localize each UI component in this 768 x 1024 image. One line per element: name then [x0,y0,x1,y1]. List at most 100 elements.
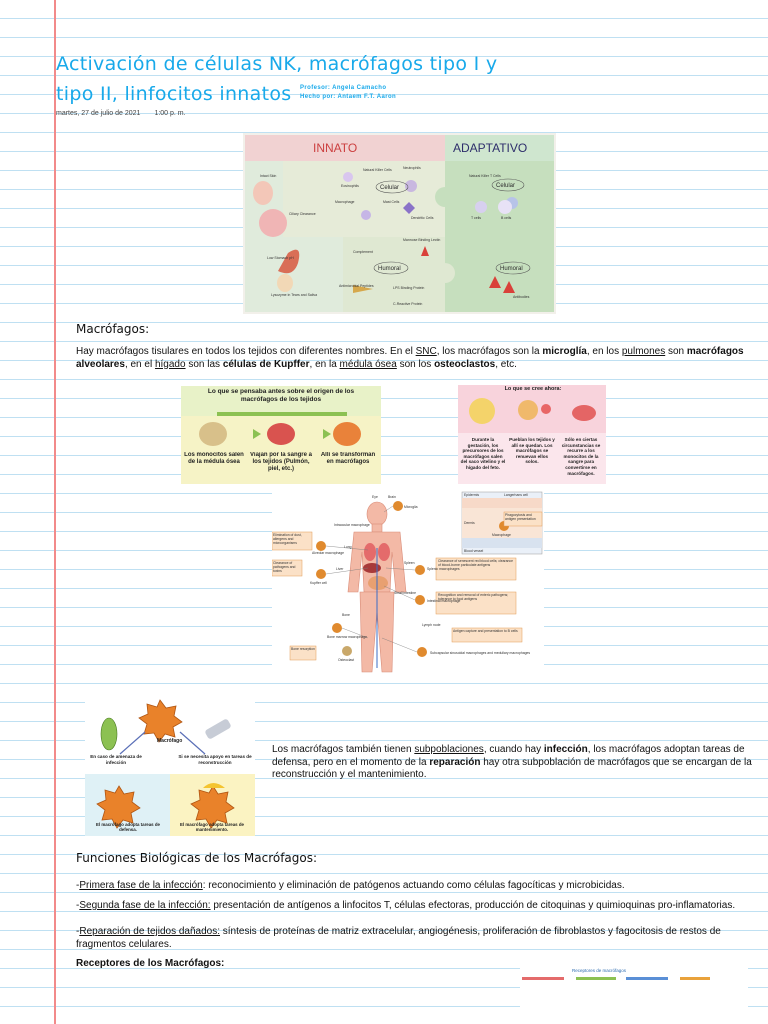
text-fragment: , en la [309,358,340,370]
label-nk: Natural Killer Cells [363,168,392,172]
body-label-langerhans: Langerhans cell [504,493,528,497]
body-label-lymph: Lymph node [422,623,441,627]
label-intact-skin: Intact Skin [260,174,276,178]
label-low-stomach: Low Stomach pH [267,256,294,260]
label-ciliary: Ciliary Clearance [289,212,316,216]
origin-old-figure: Lo que se pensaba antes sobre el origen … [181,386,381,484]
notebook-margin-line [54,0,56,1024]
body-label-bone-marrow: Bone marrow macrophage [327,635,367,639]
label-cellular-innate: Celular [380,185,399,191]
origin-old-step-3: Allí se transforman en macrófagos [320,452,376,465]
tissue-macrophages-figure: Eye Brain Microglia Intraocular macropha… [272,488,544,678]
body-label-intraocular: Intraocular macrophage [334,523,370,527]
body-box-skin: Phagocytosis and antigen presentation [505,513,536,521]
term-subpoblaciones: subpoblaciones [414,744,484,755]
text-fragment: son los [396,358,435,370]
body-label-dermis: Dermis [464,521,475,525]
label-humoral-adaptive: Humoral [500,266,523,272]
subpop-reconstruccion-label: Si se necesita apoyo en tareas de recons… [178,754,252,765]
author-name: Hecho por: Antaem F.T. Aaron [300,94,397,100]
text-fragment: Los macrófagos también tienen [272,744,415,755]
funcion-reparacion: -Reparación de tejidos dañados: síntesis… [76,926,721,950]
funciones-heading: Funciones Biológicas de los Macrófagos: [76,851,318,865]
origin-old-title: Lo que se pensaba antes sobre el origen … [207,388,355,403]
receptors-figure-title: Receptores de macrófagos [572,968,627,973]
origin-new-title: Lo que se cree ahora: [504,386,562,392]
text-fragment: , los macrófagos son la [436,346,543,357]
term-kupffer: células de Kupffer [222,358,310,370]
body-box-lymph: Antigen capture and presentation to B ce… [453,629,518,633]
funcion-primera-fase: -Primera fase de la infección: reconocim… [76,880,625,891]
funcion-segunda-fase: -Segunda fase de la infección: presentac… [76,900,736,911]
funcion-text: : reconocimiento y eliminación de patóge… [202,880,625,891]
label-mbl: Mannose Binding Lectin [403,238,440,242]
label-complement: Complement [353,250,373,254]
label-nkt: Natural Killer T Cells [469,174,501,178]
body-label-brain: Brain [388,495,396,499]
funcion-text: síntesis de proteínas de matriz extracel… [76,926,721,950]
label-cellular-adaptive: Celular [496,183,515,189]
body-label-intestinal: Intestinal macrophage [427,599,460,603]
text-fragment: Hay macrófagos tisulares en todos los te… [76,346,416,357]
body-label-liver: Liver [336,567,344,571]
note-time: 1:00 p. m. [154,110,186,117]
subpop-infeccion-label: En caso de amenaza de infección [90,754,142,765]
body-label-small-intestine: Small intestine [394,591,416,595]
label-lps: LPS Binding Protein [393,286,424,290]
term-reparacion: reparación [429,756,481,768]
label-neutrophils: Neutrophils [403,166,421,170]
text-fragment: , en el [124,358,155,370]
text-fragment: son [665,346,687,357]
adaptive-label: ADAPTATIVO [453,141,527,155]
text-fragment: , etc. [495,358,517,370]
origin-new-col-2: Pueblan los tejidos y allí se quedan. Lo… [509,437,555,465]
body-label-splenic: Splenic macrophages [427,567,460,571]
text-fragment: , cuando hay [483,744,544,755]
body-label-spleen: Spleen [404,561,415,565]
origin-old-step-1: Los monocitos salen de la médula ósea [184,452,244,465]
subpop-mantenimiento-label: El macrófago adopta tareas de mantenimie… [180,822,244,833]
term-microglia: microglía [542,346,587,357]
label-mast: Mast Cells [383,200,400,204]
term-pulmones: pulmones [621,346,666,357]
origin-new-figure: Lo que se cree ahora: Durante la gestaci… [458,385,606,484]
body-box-lung: Elimination of dust, allergens and micro… [273,533,302,545]
body-box-liver: Clearance of pathogens and toxins [273,561,296,573]
text-fragment: hay otra subpoblación de macrófagos que … [272,756,752,781]
body-box-bone: Bone resorption [291,647,315,651]
label-t-cells: T cells [471,216,481,220]
innate-adaptive-figure: INNATO ADAPTATIVO Intact Skin Ciliary Cl… [243,133,556,314]
term-infeccion: infección [543,744,588,755]
body-label-osteoclast: Osteoclast [338,658,354,662]
label-b-cells: B cells [501,216,512,220]
subpoblaciones-paragraph: Los macrófagos también tienen subpoblaci… [272,744,752,782]
professor-name: Profesor: Angela Camacho [300,85,387,91]
funcion-text: presentación de antígenos a linfocitos T… [210,900,736,911]
body-box-intestine: Recognition and removal of enteric patho… [438,593,509,601]
macrofagos-heading: Macrófagos: [76,322,150,336]
page-title-line-1: Activación de células NK, macrófagos tip… [56,53,498,75]
innate-label: INNATO [313,141,357,155]
body-box-spleen: Clearance of senescent red blood cells; … [438,559,514,567]
origin-new-col-1: Durante la gestación, los precursores de… [460,437,506,470]
subpopulations-figure: Macrófago En caso de amenaza de infecció… [85,694,255,836]
label-eosinophils: Eosinophils [341,184,359,188]
origin-new-col-3: Sólo en ciertas circunstancias se recurr… [561,437,601,476]
label-humoral-innate: Humoral [378,266,401,272]
label-crp: C-Reactive Protein [393,302,422,306]
credits: Profesor: Angela Camacho Hecho por: Anta… [300,84,396,102]
term-osteoclastos: osteoclastos [434,358,496,370]
label-macrophage: Macrophage [335,200,355,204]
funcion-label: Primera fase de la infección [79,880,203,891]
body-label-eye: Eye [372,495,378,499]
label-dendritic: Dendritic Cells [411,216,434,220]
label-antibodies: Antibodies [513,295,530,299]
body-label-kupffer: Kupffer cell [310,581,327,585]
term-medula: médula ósea [339,358,397,370]
origin-old-step-2: Viajan por la sangre a los tejidos (Pulm… [250,452,312,472]
text-fragment: , los macrófagos adoptan tareas de defen… [272,744,745,768]
body-label-subcapsular: Subcapsular sinusoidal macrophages and m… [430,651,530,655]
body-label-epidermis: Epidermis [464,493,479,497]
note-timestamp: martes, 27 de julio de 2021 1:00 p. m. [56,110,186,117]
note-date: martes, 27 de julio de 2021 [56,110,141,117]
